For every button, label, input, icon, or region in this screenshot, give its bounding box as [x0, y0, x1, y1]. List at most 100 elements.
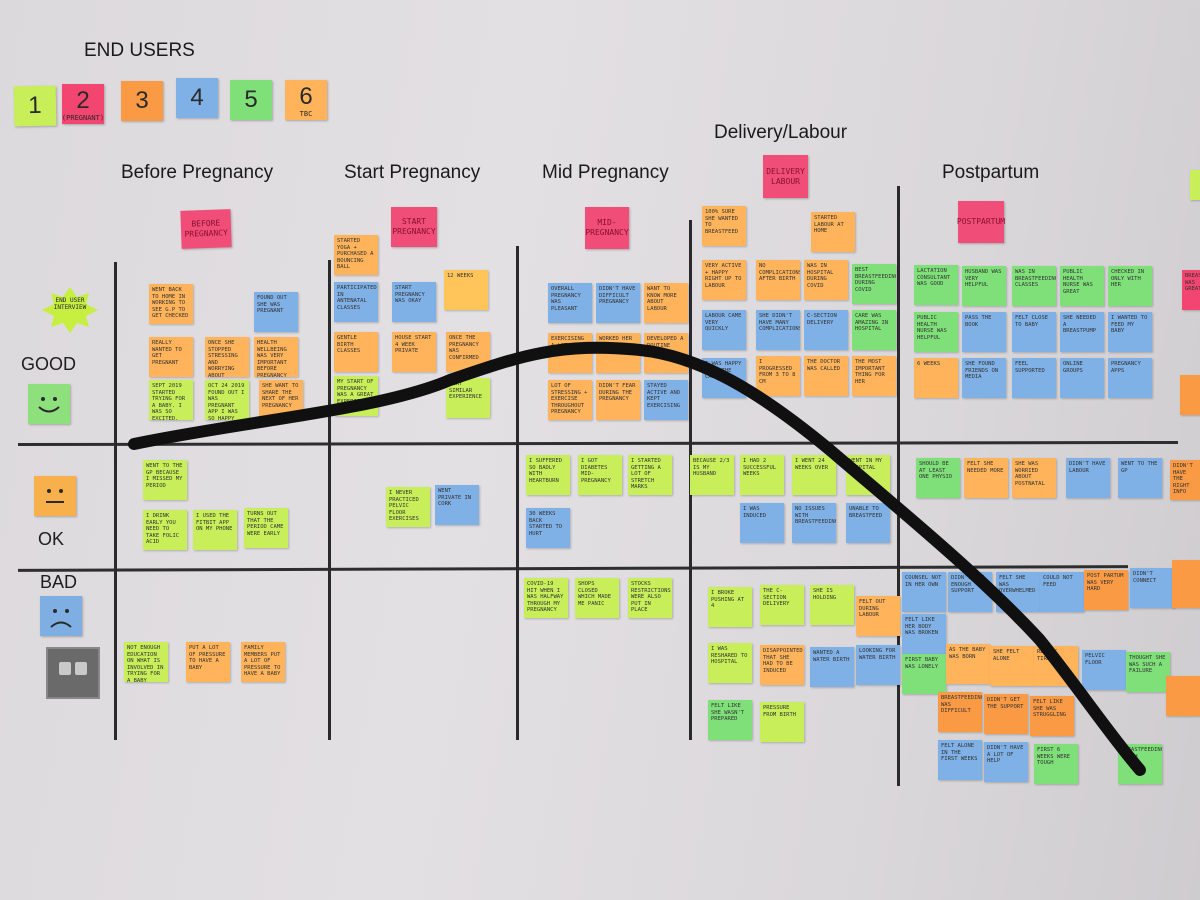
note-start-good-8: MY START OF PREGNANCY WAS A GREAT EXPERI… — [334, 376, 378, 416]
note-delivery-good-11: I WAS HAPPY WITH THE CARE — [702, 358, 746, 398]
note-delivery-good-13: THE DOCTOR WAS CALLED — [804, 356, 848, 396]
note-before-good-1: WENT BACK TO HOME IN WORKING TO SEE G.P … — [149, 284, 193, 324]
note-before-good-2: FOUND OUT SHE WAS PREGNANT — [254, 292, 298, 332]
happy-face-icon — [28, 384, 70, 424]
note-mid-ok-2: I GOT DIABETES MID-PREGNANCY — [578, 455, 622, 495]
note-before-good-8: SHE WANT TO SHARE THE NEXT OF HER PREGNA… — [259, 380, 303, 420]
stage-heading-before: Before Pregnancy — [121, 162, 274, 183]
note-post-bad-1: COUNSEL NOT IN HER OWN — [902, 572, 946, 612]
note-before-bad-1: NOT ENOUGH EDUCATION ON WHAT IS INVOLVED… — [124, 642, 168, 682]
note-post-bad-6: DIDN'T CONNECT — [1130, 568, 1174, 608]
stage-tag-mid: MID- PREGNANCY — [585, 207, 629, 249]
row-label-bad: BAD — [40, 572, 78, 592]
note-post-bad-14: BREASTFEEDING WAS DIFFICULT — [938, 692, 982, 732]
note-start-ok-2: WENT PRIVATE IN CORK — [435, 485, 479, 525]
divider-ok-bad — [17, 565, 1129, 572]
stage-tag-postpartum: POSTPARTUM — [957, 201, 1005, 243]
row-label-good: GOOD — [21, 354, 77, 374]
note-before-ok-1: WENT TO THE GP BECAUSE I MISSED MY PERIO… — [143, 460, 187, 500]
end-users-title: END USERS — [84, 40, 195, 61]
note-mid-good-6: DEVELOPED A ROUTINE — [644, 333, 688, 373]
note-mid-good-4: EXERCISING A LOT — [548, 333, 592, 373]
user-note-4: 4 — [176, 78, 218, 118]
note-post-bad-18: DIDN'T HAVE A LOT OF HELP — [984, 742, 1028, 782]
divider-col-5 — [897, 186, 900, 786]
note-delivery-ok-2: I HAD 2 SUCCESSFUL WEEKS — [740, 455, 784, 495]
note-delivery-bad-2: THE C-SECTION DELIVERY — [760, 585, 804, 625]
neutral-face-icon — [34, 476, 76, 516]
note-delivery-bad-5: I WAS RESHARED TO HOSPITAL — [708, 643, 752, 683]
note-mid-good-8: DIDN'T FEAR DURING THE PREGNANCY — [596, 380, 640, 420]
note-delivery-ok-6: NO ISSUES WITH BREASTFEEDING — [792, 503, 836, 543]
note-post-ok-2: FELT SHE NEEDED MORE — [964, 458, 1008, 498]
note-mid-bad-3: STOCKS RESTRICTIONS WERE ALSO PUT IN PLA… — [628, 578, 672, 618]
note-edge-1 — [1180, 375, 1200, 415]
stage-tag-delivery: DELIVERY LABOUR — [763, 155, 808, 198]
note-post-bad-15: DIDN'T GET THE SUPPORT — [984, 694, 1028, 734]
note-post-good-10: I WANTED TO FEED MY BABY — [1108, 312, 1152, 352]
stage-heading-delivery: Delivery/Labour — [714, 122, 848, 143]
note-mid-good-7: LOT OF STRESSING + EXERCISE THROUGHOUT P… — [548, 380, 592, 420]
note-edge-4 — [1190, 170, 1200, 200]
note-mid-ok-4: 30 WEEKS BACK STARTED TO HURT — [526, 508, 570, 548]
note-delivery-bad-8: LOOKING FOR WATER BIRTH — [856, 645, 900, 685]
note-delivery-bad-6: DISAPPOINTED THAT SHE HAD TO BE INDUCED — [760, 645, 804, 685]
note-delivery-bad-10: PRESSURE FROM BIRTH — [760, 702, 804, 742]
note-delivery-bad-1: I BROKE PUSHING AT 4 — [708, 587, 752, 627]
sad-face-icon — [40, 596, 82, 636]
light-switch — [46, 647, 100, 699]
note-start-good-5: GENTLE BIRTH CLASSES — [334, 332, 378, 372]
note-delivery-bad-7: WANTED A WATER BIRTH — [810, 647, 854, 687]
stage-heading-start: Start Pregnancy — [344, 162, 481, 183]
stage-tag-before: BEFORE PREGNANCY — [180, 209, 232, 249]
note-delivery-ok-3: I WENT 24 WEEKS OVER — [792, 455, 836, 495]
note-delivery-good-9: C-SECTION DELIVERY — [804, 310, 848, 350]
note-delivery-bad-9: FELT LIKE SHE WASN'T PREPARED — [708, 700, 752, 740]
note-post-good-11: 6 WEEKS — [914, 358, 958, 398]
note-before-ok-3: I USED THE FITBIT APP ON MY PHONE — [193, 510, 237, 550]
note-before-good-3: REALLY WANTED TO GET PREGNANT — [149, 337, 193, 377]
note-post-ok-4: DIDN'T HAVE LABOUR — [1066, 458, 1110, 498]
note-delivery-ok-1: BECAUSE 2/3 IS MY HUSBAND — [690, 455, 734, 495]
note-mid-bad-1: COVID-19 HIT WHEN I WAS HALFWAY THROUGH … — [524, 578, 568, 618]
note-delivery-good-10: CARE WAS AMAZING IN HOSPITAL — [852, 310, 896, 350]
user-note-2: 2(PREGNANT) — [62, 84, 104, 124]
note-mid-good-1: OVERALL PREGNANCY WAS PLEASANT — [548, 283, 592, 323]
note-delivery-good-4: NO COMPLICATIONS AFTER BIRTH — [756, 260, 800, 300]
note-post-bad-13: THOUGHT SHE WAS SUCH A FAILURE — [1126, 652, 1170, 692]
note-delivery-good-12: I PROGRESSED FROM 3 TO 8 CM — [756, 356, 800, 396]
note-delivery-bad-4: FELT OUT DURING LABOUR — [856, 596, 900, 636]
end-user-interview-label: END USER INTERVIEW — [53, 297, 87, 311]
stage-heading-postpartum: Postpartum — [942, 162, 1040, 183]
switch-rocker-right — [75, 662, 87, 675]
note-post-bad-7: FELT LIKE HER BODY WAS BROKEN — [902, 614, 946, 654]
note-delivery-good-7: LABOUR CAME VERY QUICKLY — [702, 310, 746, 350]
note-post-bad-20: BREASTFEEDING TOUGH — [1118, 744, 1162, 784]
note-mid-ok-1: I SUFFERED SO BADLY WITH HEARTBURN — [526, 455, 570, 495]
stage-heading-mid: Mid Pregnancy — [542, 162, 669, 183]
user-note-3: 3 — [121, 81, 163, 121]
note-post-good-15: PREGNANCY APPS — [1108, 358, 1152, 398]
note-start-good-7: ONCE THE PREGNANCY WAS CONFIRMED — [446, 332, 490, 372]
stage-tag-start: START PREGNANCY — [391, 207, 437, 247]
note-delivery-good-2: STARTED LABOUR AT HOME — [811, 212, 855, 252]
note-delivery-ok-7: UNABLE TO BREASTFEED — [846, 503, 890, 543]
user-note-1: 1 — [13, 85, 57, 127]
note-post-bad-19: FIRST 6 WEEKS WERE TOUGH — [1034, 744, 1078, 784]
note-post-bad-11: REALLY TIRED — [1034, 646, 1078, 686]
note-delivery-bad-3: SHE IS HOLDING — [810, 585, 854, 625]
note-before-ok-4: TURNS OUT THAT THE PERIOD CAME WERE EARL… — [244, 508, 288, 548]
note-post-good-5: CHECKED IN ONLY WITH HER — [1108, 266, 1152, 306]
note-post-good-8: FELT CLOSE TO BABY — [1012, 312, 1056, 352]
note-post-good-14: ONLINE GROUPS — [1060, 358, 1104, 398]
note-post-bad-16: FELT LIKE SHE WAS STRUGGLING — [1030, 696, 1074, 736]
note-delivery-good-8: SHE DIDN'T HAVE MANY COMPLICATIONS — [756, 310, 800, 350]
user-note-5: 5 — [230, 80, 272, 120]
divider-col-2 — [328, 260, 331, 740]
note-start-good-9: VERY SIMILAR EXPERIENCE — [446, 378, 490, 418]
note-post-good-12: SHE FOUND FRIENDS ON MEDIA — [962, 358, 1006, 398]
note-start-good-6: HOUSE START 4 WEEK PRIVATE — [392, 332, 436, 372]
note-before-ok-2: I DRINK EARLY YOU NEED TO TAKE FOLIC ACI… — [143, 510, 187, 550]
